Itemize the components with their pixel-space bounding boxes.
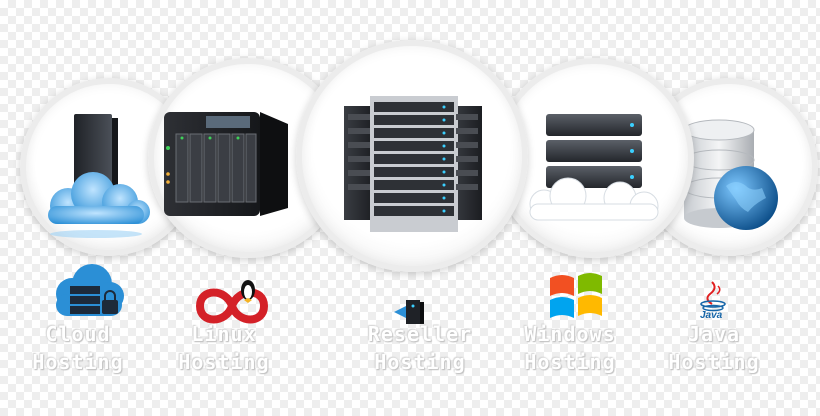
java-logo-text: Java <box>700 310 723 320</box>
reseller-hosting-subtitle: Hosting <box>374 350 466 374</box>
linux-penguin-icon <box>195 276 269 332</box>
nas-server-illustration <box>158 104 292 222</box>
cloud-server-illustration <box>38 110 158 240</box>
cloud-hosting-subtitle: Hosting <box>32 350 124 374</box>
windows-hosting-subtitle: Hosting <box>524 350 616 374</box>
database-globe-illustration <box>674 116 784 234</box>
java-logo-icon: Java <box>696 280 732 324</box>
windows-logo-icon <box>546 270 606 326</box>
linux-hosting-title: Linux <box>191 322 257 346</box>
cloud-hosting-label[interactable]: Cloud Hosting <box>8 320 148 376</box>
windows-hosting-label[interactable]: Windows Hosting <box>500 320 640 376</box>
java-hosting-subtitle: Hosting <box>668 350 760 374</box>
cloud-hosting-title: Cloud <box>45 322 111 346</box>
rack-server-illustration <box>340 94 486 236</box>
cloud-server-lock-icon <box>50 264 128 326</box>
java-hosting-title: Java <box>687 322 741 346</box>
reseller-hosting-label[interactable]: Reseller Hosting <box>350 320 490 376</box>
stacked-server-illustration <box>522 108 666 224</box>
linux-hosting-label[interactable]: Linux Hosting <box>154 320 294 376</box>
java-hosting-label[interactable]: Java Hosting <box>644 320 784 376</box>
linux-hosting-subtitle: Hosting <box>178 350 270 374</box>
reseller-server-icon <box>392 296 426 330</box>
reseller-hosting-title: Reseller <box>367 322 473 346</box>
windows-hosting-title: Windows <box>524 322 616 346</box>
